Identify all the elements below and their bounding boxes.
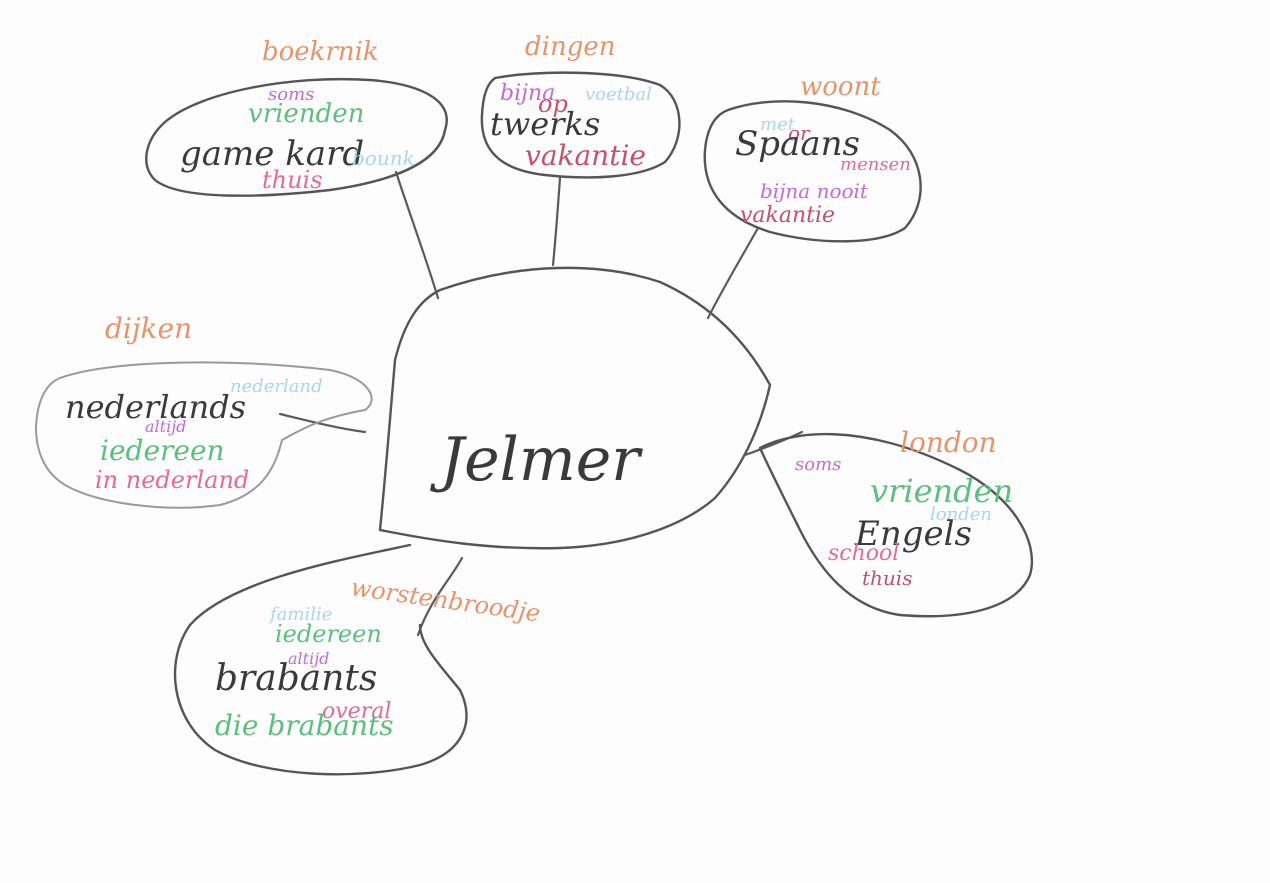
node-top-right-word-2: mensen (840, 154, 911, 175)
node-top-left-word-4: bounk (352, 146, 415, 170)
node-bottom-main: brabants (215, 658, 377, 699)
node-bottom: worstenbroodje familie iedereen altijd b… (173, 543, 542, 776)
node-left-word-4: in nederland (95, 466, 249, 494)
node-bottom-word-3: altijd (288, 649, 329, 668)
node-top-left-tag: boekrnik (262, 37, 379, 67)
node-left-word-2: altijd (145, 417, 186, 436)
node-left-word-1: nederland (230, 376, 323, 397)
connector-bottom (416, 556, 464, 637)
node-right-main: Engels (854, 514, 972, 554)
node-bottom-word-1: familie (268, 604, 332, 625)
connector-left (278, 412, 367, 434)
node-top-left-word-1: soms (268, 84, 314, 105)
node-left-outline (35, 361, 373, 509)
node-bottom-word-2: iedereen (275, 620, 382, 648)
node-top-middle-word-1: bijna (500, 81, 555, 106)
node-top-middle-outline (480, 71, 681, 179)
connector-top-middle (551, 176, 562, 267)
node-top-left-word-3: thuis (262, 166, 323, 194)
node-top-middle-word-4: vakantie (525, 139, 646, 172)
node-top-left-outline (145, 77, 448, 197)
node-bottom-outline (173, 543, 468, 776)
node-top-right-word-1: met (760, 114, 796, 135)
node-top-right-outline (703, 100, 922, 243)
node-bottom-word-4: overal (322, 699, 391, 724)
node-right-outline (758, 432, 1034, 618)
node-top-right-word-4: bijna nooit (760, 179, 869, 203)
node-top-right-word-5: vakantie (740, 203, 835, 228)
node-top-left-word-2: vrienden (248, 99, 364, 129)
node-right-word-1: soms (795, 454, 841, 475)
node-right-tag: london (900, 426, 997, 459)
node-right-word-4: thuis (862, 566, 912, 590)
node-top-right-tag: woont (800, 72, 881, 102)
node-right-word-5: londen (930, 504, 992, 525)
node-top-right: woont met or Spaans mensen bijna nooit v… (703, 72, 922, 243)
center-label: Jelmer (429, 425, 643, 495)
node-top-middle-tag: dingen (525, 32, 615, 62)
node-top-middle-word-3: voetbal (585, 84, 652, 105)
connector-top-right (706, 226, 760, 320)
node-right: london soms vrienden londen Engels schoo… (758, 426, 1034, 618)
center-node-outline (378, 266, 772, 550)
node-right-word-2: vrienden (870, 472, 1013, 510)
node-top-middle-word-2: op (538, 90, 568, 118)
connector-top-left (394, 170, 440, 300)
connector-right (743, 430, 804, 457)
node-top-right-main: Spaans (735, 124, 860, 164)
node-left-main: nederlands (65, 388, 246, 426)
node-right-word-3: school (828, 541, 899, 566)
node-top-right-word-3: or (788, 121, 811, 145)
node-top-middle-main: twerks (490, 105, 600, 143)
node-top-left: boekrnik soms vrienden game kard thuis b… (145, 37, 448, 197)
node-bottom-word-5: die brabants (215, 709, 394, 742)
node-top-left-main: game kard (180, 134, 364, 174)
node-left: dijken nederland nederlands altijd ieder… (35, 312, 373, 509)
node-left-tag: dijken (105, 312, 192, 345)
node-left-word-3: iedereen (100, 434, 225, 467)
node-top-middle: dingen bijna op voetbal twerks vakantie (480, 32, 681, 179)
